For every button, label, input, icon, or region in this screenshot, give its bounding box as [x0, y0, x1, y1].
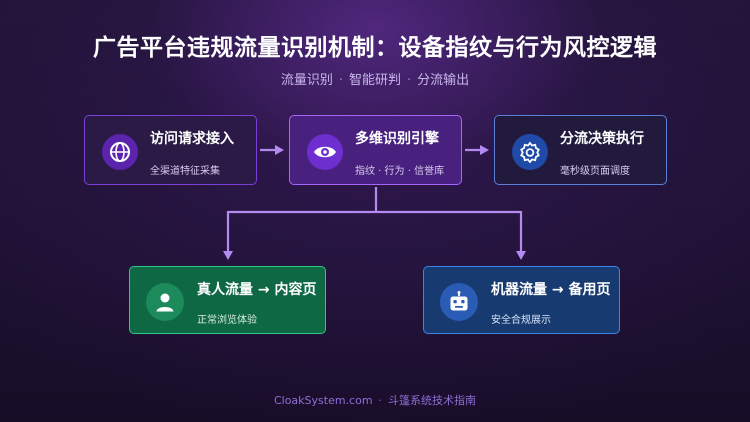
- node-routing-decision: 分流决策执行 毫秒级页面调度: [494, 115, 667, 185]
- subtitle-item-routing-output: 分流输出: [417, 73, 470, 88]
- footer-text: 斗篷系统技术指南: [388, 394, 477, 407]
- node-subtitle: 指纹 · 行为 · 信誉库: [355, 166, 445, 177]
- subtitle-item-smart-analysis: 智能研判: [348, 73, 401, 88]
- node-human-traffic: 真人流量 → 内容页 正常浏览体验: [129, 266, 326, 334]
- footer-site: CloakSystem.com: [273, 394, 373, 407]
- node-title: 分流决策执行: [560, 131, 644, 147]
- node-title: 机器流量 → 备用页: [491, 282, 611, 298]
- subtitle: 流量识别 · 智能研判 · 分流输出: [0, 69, 750, 88]
- gear-icon: [512, 134, 548, 170]
- subtitle-separator: ·: [338, 73, 343, 88]
- node-bot-traffic: 机器流量 → 备用页 安全合规展示: [423, 266, 620, 334]
- node-title: 多维识别引擎: [355, 131, 439, 147]
- subtitle-separator: ·: [407, 73, 412, 88]
- node-title: 访问请求接入: [150, 131, 234, 147]
- person-icon: [146, 283, 184, 321]
- page-title: 广告平台违规流量识别机制：设备指纹与行为风控逻辑: [93, 35, 657, 61]
- node-access-request: 访问请求接入 全渠道特征采集: [84, 115, 257, 185]
- footer-separator: ·: [378, 394, 383, 407]
- subtitle-item-traffic-identification: 流量识别: [280, 73, 333, 88]
- node-subtitle: 全渠道特征采集: [150, 166, 220, 177]
- node-subtitle: 毫秒级页面调度: [560, 166, 630, 177]
- node-title: 真人流量 → 内容页: [197, 282, 317, 298]
- globe-icon: [102, 134, 138, 170]
- node-subtitle: 正常浏览体验: [197, 315, 257, 326]
- node-subtitle: 安全合规展示: [491, 315, 551, 326]
- node-identification-engine: 多维识别引擎 指纹 · 行为 · 信誉库: [289, 115, 462, 185]
- footer: CloakSystem.com · 斗篷系统技术指南: [0, 392, 750, 408]
- eye-icon: [307, 134, 343, 170]
- robot-icon: [440, 283, 478, 321]
